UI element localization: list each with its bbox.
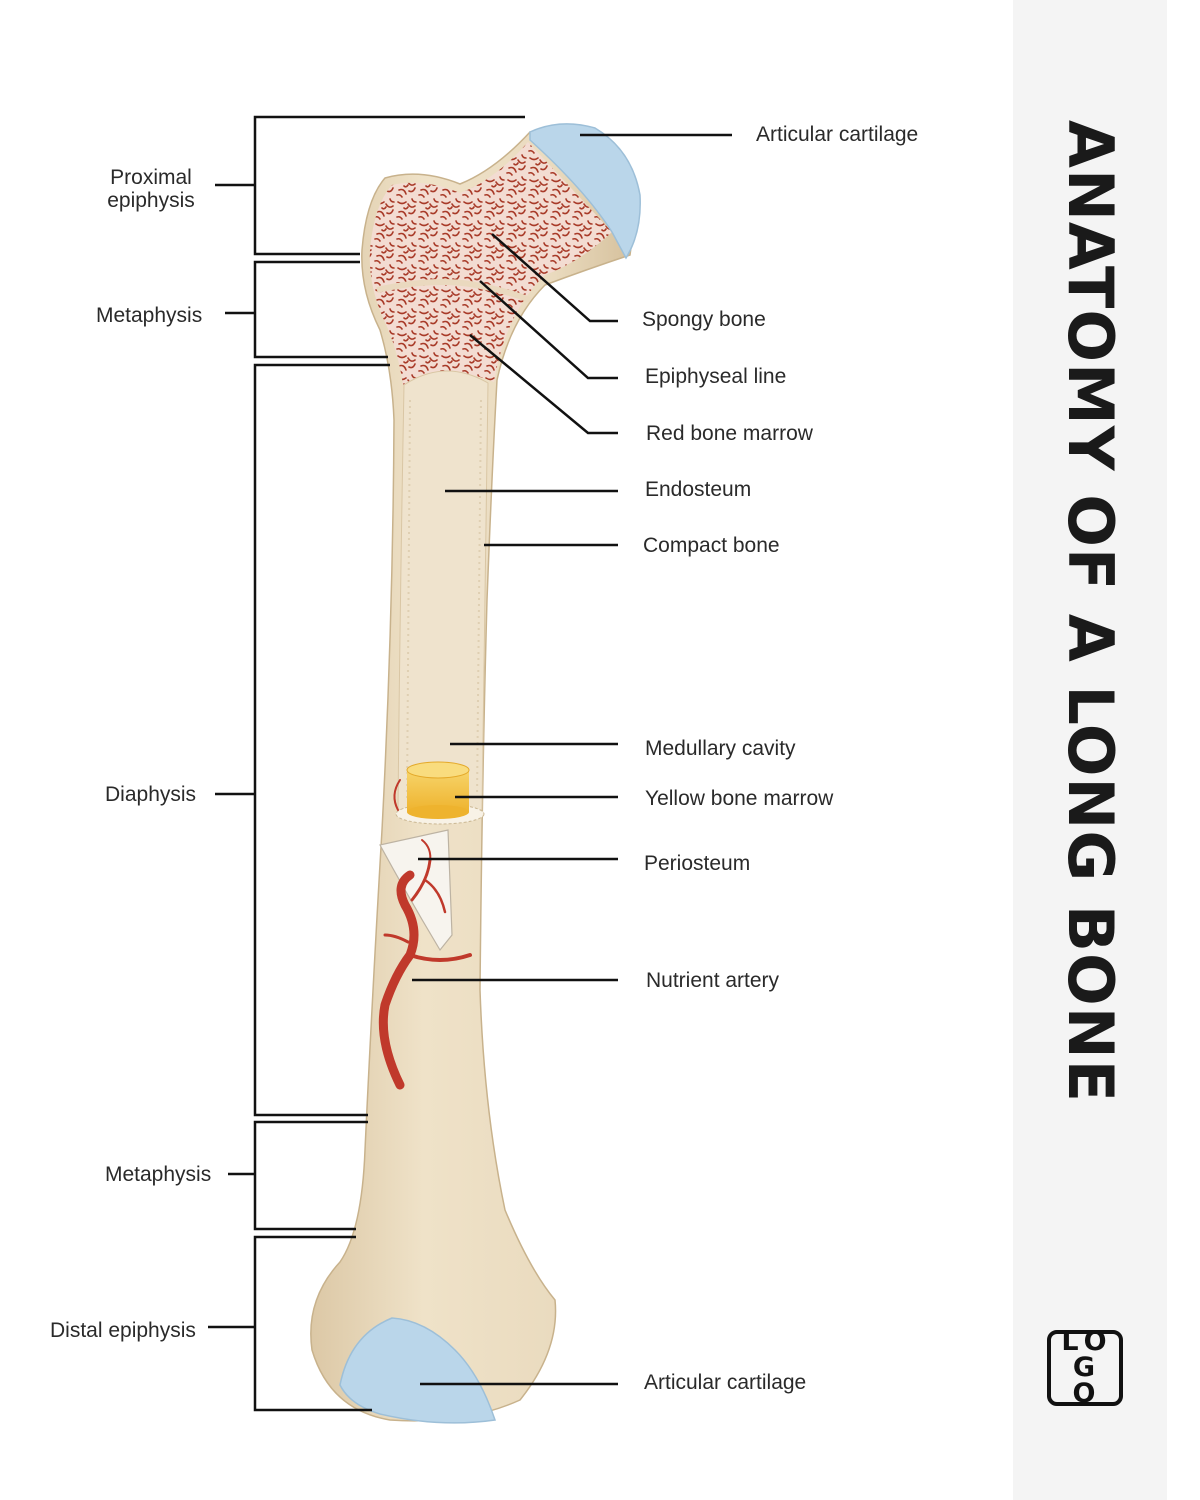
bracket-diaphysis [255, 365, 390, 1115]
label-metaphysis-top: Metaphysis [96, 304, 202, 327]
logo: LOGO [1047, 1330, 1123, 1406]
page-title: ANATOMY OF A LONG BONE [1058, 120, 1122, 1103]
label-endosteum: Endosteum [645, 478, 751, 501]
bracket-metaphysis-bottom [255, 1122, 368, 1229]
label-distal-epiphysis: Distal epiphysis [50, 1319, 196, 1342]
bone-illustration [0, 0, 1000, 1500]
label-red-bone-marrow: Red bone marrow [646, 422, 813, 445]
label-nutrient-artery: Nutrient artery [646, 969, 779, 992]
label-periosteum: Periosteum [644, 852, 750, 875]
label-medullary-cavity: Medullary cavity [645, 737, 796, 760]
label-articular-cartilage-bottom: Articular cartilage [644, 1371, 806, 1394]
label-metaphysis-bottom: Metaphysis [105, 1163, 211, 1186]
label-epiphyseal-line: Epiphyseal line [645, 365, 786, 388]
label-diaphysis: Diaphysis [105, 783, 196, 806]
label-proximal-epiphysis: Proximal epiphysis [96, 166, 206, 212]
label-articular-cartilage-top: Articular cartilage [756, 123, 918, 146]
label-compact-bone: Compact bone [643, 534, 780, 557]
logo-text: LOGO [1055, 1329, 1115, 1407]
label-yellow-bone-marrow: Yellow bone marrow [645, 787, 833, 810]
label-spongy-bone: Spongy bone [642, 308, 766, 331]
